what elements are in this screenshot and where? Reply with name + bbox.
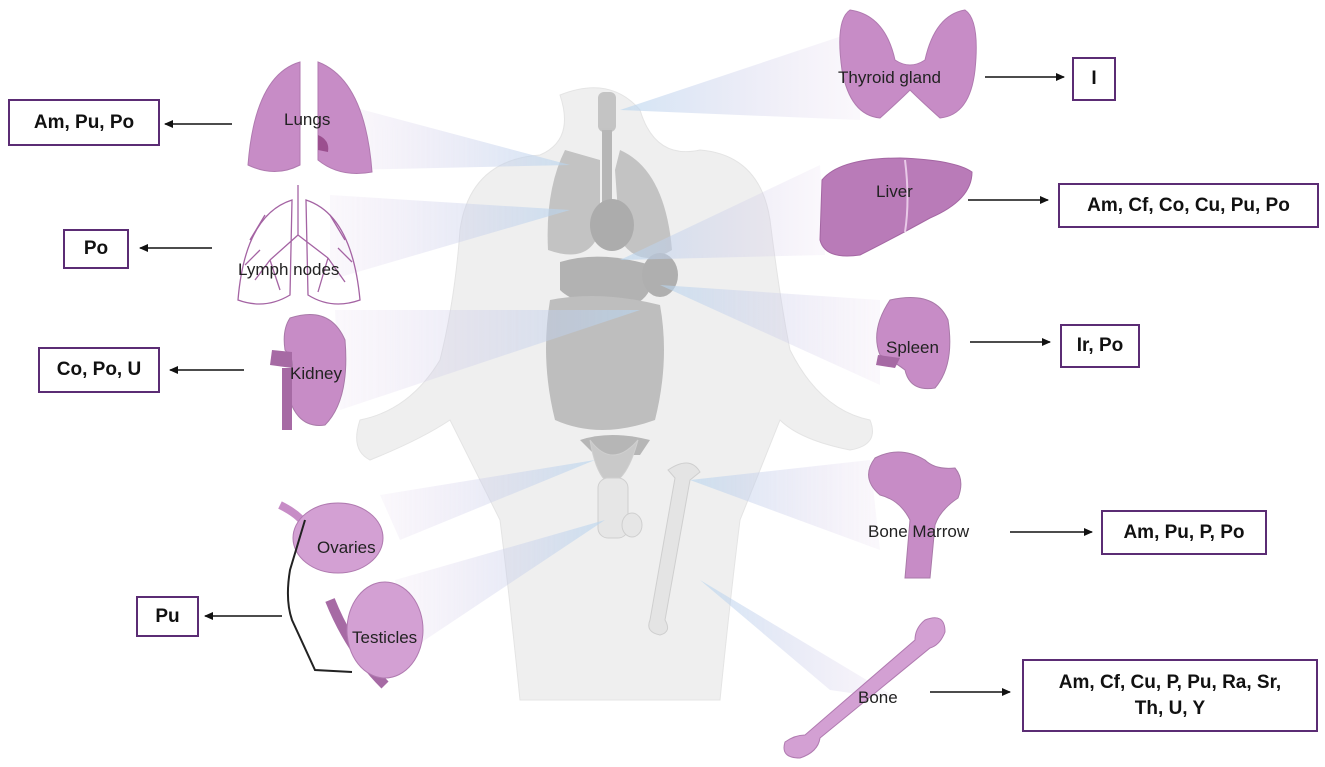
kidney-elements-box: Co, Po, U [38,347,160,393]
spleen-label: Spleen [886,338,939,358]
ovaries-label: Ovaries [317,538,376,558]
bone-elements-line2: Th, U, Y [1135,696,1205,722]
lymph-nodes-label: Lymph nodes [238,260,339,280]
bone-marrow-icon [869,452,961,578]
thyroid-icon [840,10,976,118]
lymph-nodes-elements-box: Po [63,229,129,269]
liver-elements-box: Am, Cf, Co, Cu, Pu, Po [1058,183,1319,228]
bone-marrow-label: Bone Marrow [868,522,969,542]
thyroid-elements-box: I [1072,57,1116,101]
kidney-label: Kidney [290,364,342,384]
spleen-elements-box: Ir, Po [1060,324,1140,368]
liver-label: Liver [876,182,913,202]
lungs-elements-box: Am, Pu, Po [8,99,160,146]
bone-marrow-elements-box: Am, Pu, P, Po [1101,510,1267,555]
bone-elements-box: Am, Cf, Cu, P, Pu, Ra, Sr, Th, U, Y [1022,659,1318,732]
bone-label: Bone [858,688,898,708]
thyroid-label: Thyroid gland [838,68,941,88]
liver-icon [820,158,972,256]
gonads-elements-box: Pu [136,596,199,637]
bone-elements-line1: Am, Cf, Cu, P, Pu, Ra, Sr, [1059,670,1281,696]
testicles-label: Testicles [352,628,417,648]
lungs-label: Lungs [284,110,330,130]
